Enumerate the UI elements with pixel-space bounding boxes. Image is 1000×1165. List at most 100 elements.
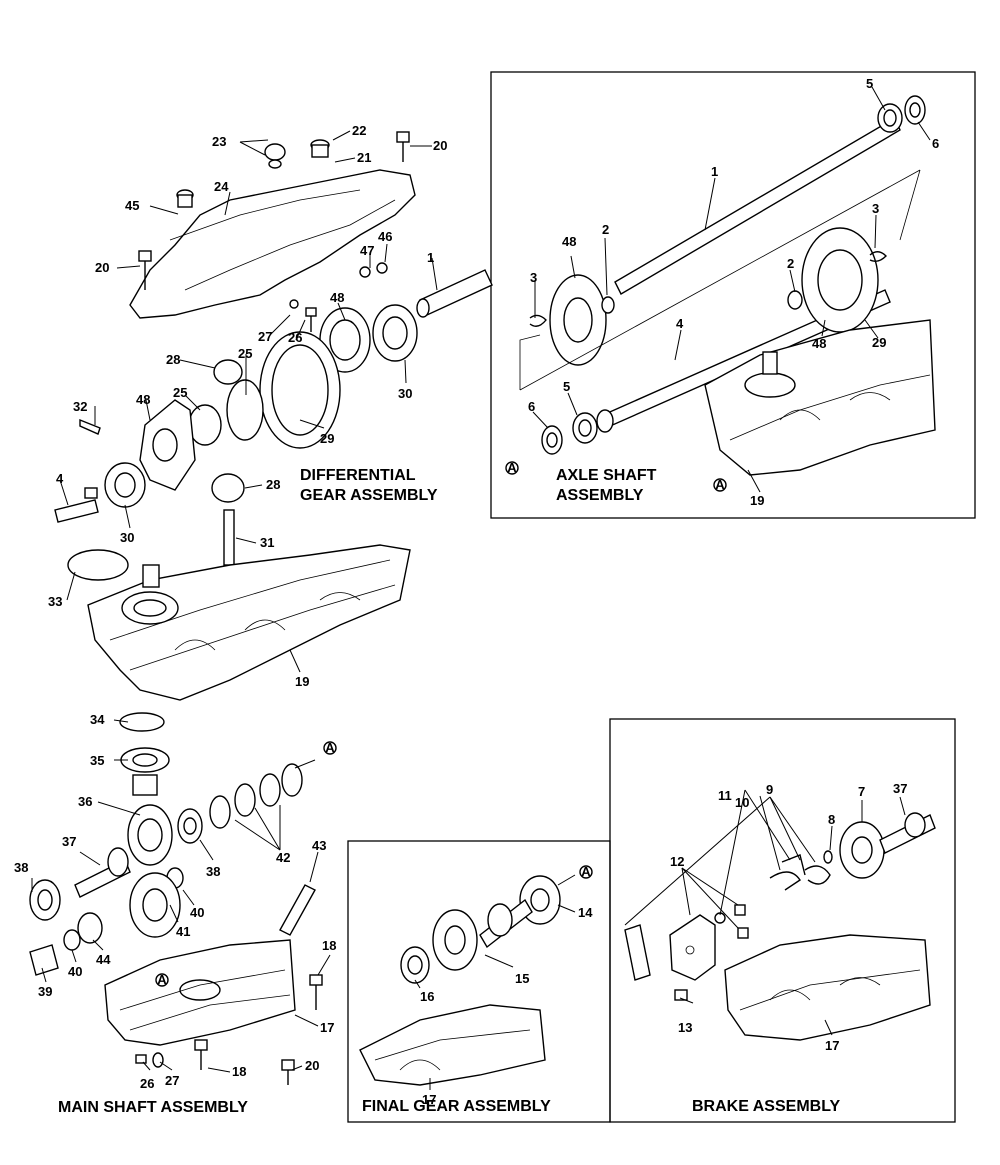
callout-30: 30 xyxy=(120,530,134,545)
callout-33: 33 xyxy=(48,594,62,609)
main-shaft-title: MAIN SHAFT ASSEMBLY xyxy=(58,1099,248,1116)
reference-marker-a-2: A xyxy=(505,460,519,475)
callout-39: 39 xyxy=(38,984,52,999)
callout-3: 3 xyxy=(872,201,879,216)
brake-assembly-box xyxy=(609,718,956,1123)
callout-25: 25 xyxy=(173,385,187,400)
callout-28: 28 xyxy=(166,352,180,367)
callout-2: 2 xyxy=(787,256,794,271)
axle-title-line1: AXLE SHAFT xyxy=(556,467,657,484)
callout-26: 26 xyxy=(288,330,302,345)
lower-housing-illustration xyxy=(67,544,411,701)
callout-37: 37 xyxy=(893,781,907,796)
callout-26: 26 xyxy=(140,1076,154,1091)
axle-title-line2: ASSEMBLY xyxy=(556,487,644,504)
callout-20: 20 xyxy=(95,260,109,275)
callout-48: 48 xyxy=(136,392,150,407)
callout-1: 1 xyxy=(427,250,434,265)
callout-18: 18 xyxy=(322,938,336,953)
svg-text:A: A xyxy=(507,460,517,475)
callout-9: 9 xyxy=(766,782,773,797)
callout-14: 14 xyxy=(578,905,593,920)
callout-8: 8 xyxy=(828,812,835,827)
callout-30: 30 xyxy=(398,386,412,401)
callout-13: 13 xyxy=(678,1020,692,1035)
svg-text:A: A xyxy=(715,477,725,492)
axle-shaft-assembly-illustration xyxy=(519,95,936,476)
callout-3: 3 xyxy=(530,270,537,285)
callout-17: 17 xyxy=(825,1038,839,1053)
callout-5: 5 xyxy=(866,76,873,91)
svg-text:A: A xyxy=(325,740,335,755)
callout-20: 20 xyxy=(305,1058,319,1073)
callout-36: 36 xyxy=(78,794,92,809)
callout-21: 21 xyxy=(357,150,371,165)
brake-assembly-illustration xyxy=(624,812,936,1041)
callout-5: 5 xyxy=(563,379,570,394)
leader-lines xyxy=(31,86,931,1090)
callout-37: 37 xyxy=(62,834,76,849)
axle-shaft-illustration xyxy=(416,269,493,318)
callout-19: 19 xyxy=(295,674,309,689)
callout-17: 17 xyxy=(320,1020,334,1035)
callout-48: 48 xyxy=(812,336,826,351)
callout-11: 11 xyxy=(718,788,732,803)
reference-marker-a-3: A xyxy=(713,477,727,492)
callout-34: 34 xyxy=(90,712,105,727)
upper-housing-illustration xyxy=(129,131,416,332)
callout-20: 20 xyxy=(433,138,447,153)
callout-12: 12 xyxy=(670,854,684,869)
reference-marker-a-4: A xyxy=(579,864,593,879)
callout-7: 7 xyxy=(858,784,865,799)
callout-35: 35 xyxy=(90,753,104,768)
callout-40: 40 xyxy=(68,964,82,979)
callout-4: 4 xyxy=(676,316,684,331)
callout-15: 15 xyxy=(515,971,529,986)
callout-27: 27 xyxy=(165,1073,179,1088)
callout-47: 47 xyxy=(360,243,374,258)
callout-25: 25 xyxy=(238,346,252,361)
main-shaft-assembly-illustration xyxy=(29,712,323,1085)
callout-28: 28 xyxy=(266,477,280,492)
svg-text:A: A xyxy=(581,864,591,879)
callout-29: 29 xyxy=(320,431,334,446)
differential-title-line1: DIFFERENTIAL xyxy=(300,467,416,484)
svg-text:A: A xyxy=(157,972,167,987)
callout-40: 40 xyxy=(190,905,204,920)
callout-24: 24 xyxy=(214,179,229,194)
callout-22: 22 xyxy=(352,123,366,138)
differential-gears-illustration xyxy=(54,304,418,566)
reference-marker-a-5: A xyxy=(155,972,169,987)
callout-27: 27 xyxy=(258,329,272,344)
callout-19: 19 xyxy=(750,493,764,508)
differential-title-line2: GEAR ASSEMBLY xyxy=(300,487,438,504)
final-gear-title: FINAL GEAR ASSEMBLY xyxy=(362,1098,551,1115)
final-gear-assembly-illustration xyxy=(359,875,561,1086)
callout-1: 1 xyxy=(711,164,718,179)
callout-45: 45 xyxy=(125,198,139,213)
callout-23: 23 xyxy=(212,134,226,149)
callout-46: 46 xyxy=(378,229,392,244)
callout-48: 48 xyxy=(562,234,576,249)
brake-title: BRAKE ASSEMBLY xyxy=(692,1098,841,1115)
callout-48: 48 xyxy=(330,290,344,305)
callout-6: 6 xyxy=(528,399,535,414)
callout-31: 31 xyxy=(260,535,274,550)
reference-marker-a-1: A xyxy=(323,740,337,755)
callout-41: 41 xyxy=(176,924,190,939)
callout-4: 4 xyxy=(56,471,64,486)
callout-2: 2 xyxy=(602,222,609,237)
callout-38: 38 xyxy=(206,864,220,879)
callout-6: 6 xyxy=(932,136,939,151)
callout-18: 18 xyxy=(232,1064,246,1079)
callout-10: 10 xyxy=(735,795,749,810)
callout-17: 17 xyxy=(422,1092,436,1107)
axle-shaft-assembly-box xyxy=(490,71,976,519)
callout-43: 43 xyxy=(312,838,326,853)
callout-16: 16 xyxy=(420,989,434,1004)
callout-38: 38 xyxy=(14,860,28,875)
callout-29: 29 xyxy=(872,335,886,350)
callout-numbers: 23 22 20 21 24 45 47 46 1 20 27 26 48 30… xyxy=(14,76,939,1107)
callout-42: 42 xyxy=(276,850,290,865)
